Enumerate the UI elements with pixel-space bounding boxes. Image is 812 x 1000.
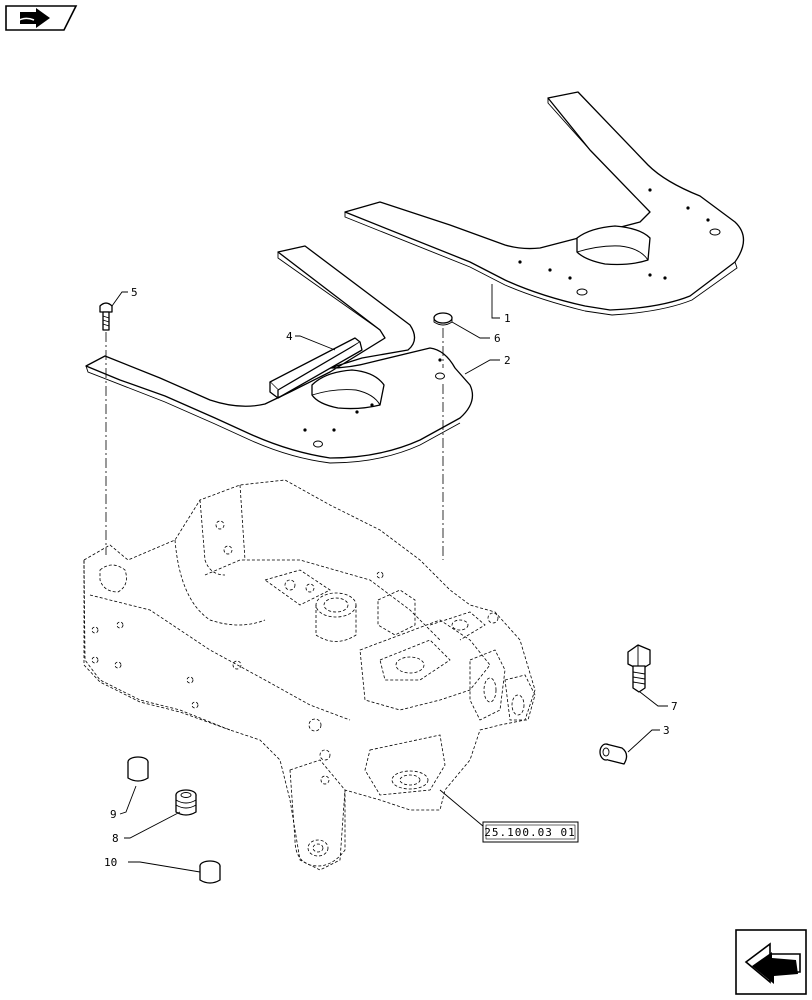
plate-part-2 (85, 245, 474, 464)
next-page-arrow-icon[interactable] (735, 929, 807, 995)
reference-box[interactable]: 25.100.03 01 (482, 821, 579, 843)
callout-1: 1 (504, 312, 511, 325)
plate-part-1 (344, 91, 745, 316)
callout-5: 5 (131, 286, 138, 299)
callout-4: 4 (286, 330, 293, 343)
plug-part-6 (433, 312, 453, 326)
fitting-part-8 (175, 789, 197, 816)
callout-9: 9 (110, 808, 117, 821)
callout-3: 3 (663, 724, 670, 737)
bushing-part-3 (599, 743, 628, 765)
book-navigation-icon[interactable] (5, 5, 78, 31)
callout-labels: 1 2 6 4 5 7 3 9 8 10 (104, 286, 678, 869)
cap-part-10 (199, 860, 221, 884)
callout-10: 10 (104, 856, 117, 869)
reference-label: 25.100.03 01 (484, 826, 575, 839)
callout-8: 8 (112, 832, 119, 845)
bolt-part-7 (627, 644, 651, 693)
leader-lines (111, 284, 668, 873)
callout-6: 6 (494, 332, 501, 345)
profile-strip-part-4 (269, 337, 363, 399)
front-support-frame (83, 479, 536, 871)
cap-part-9 (127, 756, 149, 782)
callout-2: 2 (504, 354, 511, 367)
callout-7: 7 (671, 700, 678, 713)
screw-part-5 (99, 302, 113, 331)
